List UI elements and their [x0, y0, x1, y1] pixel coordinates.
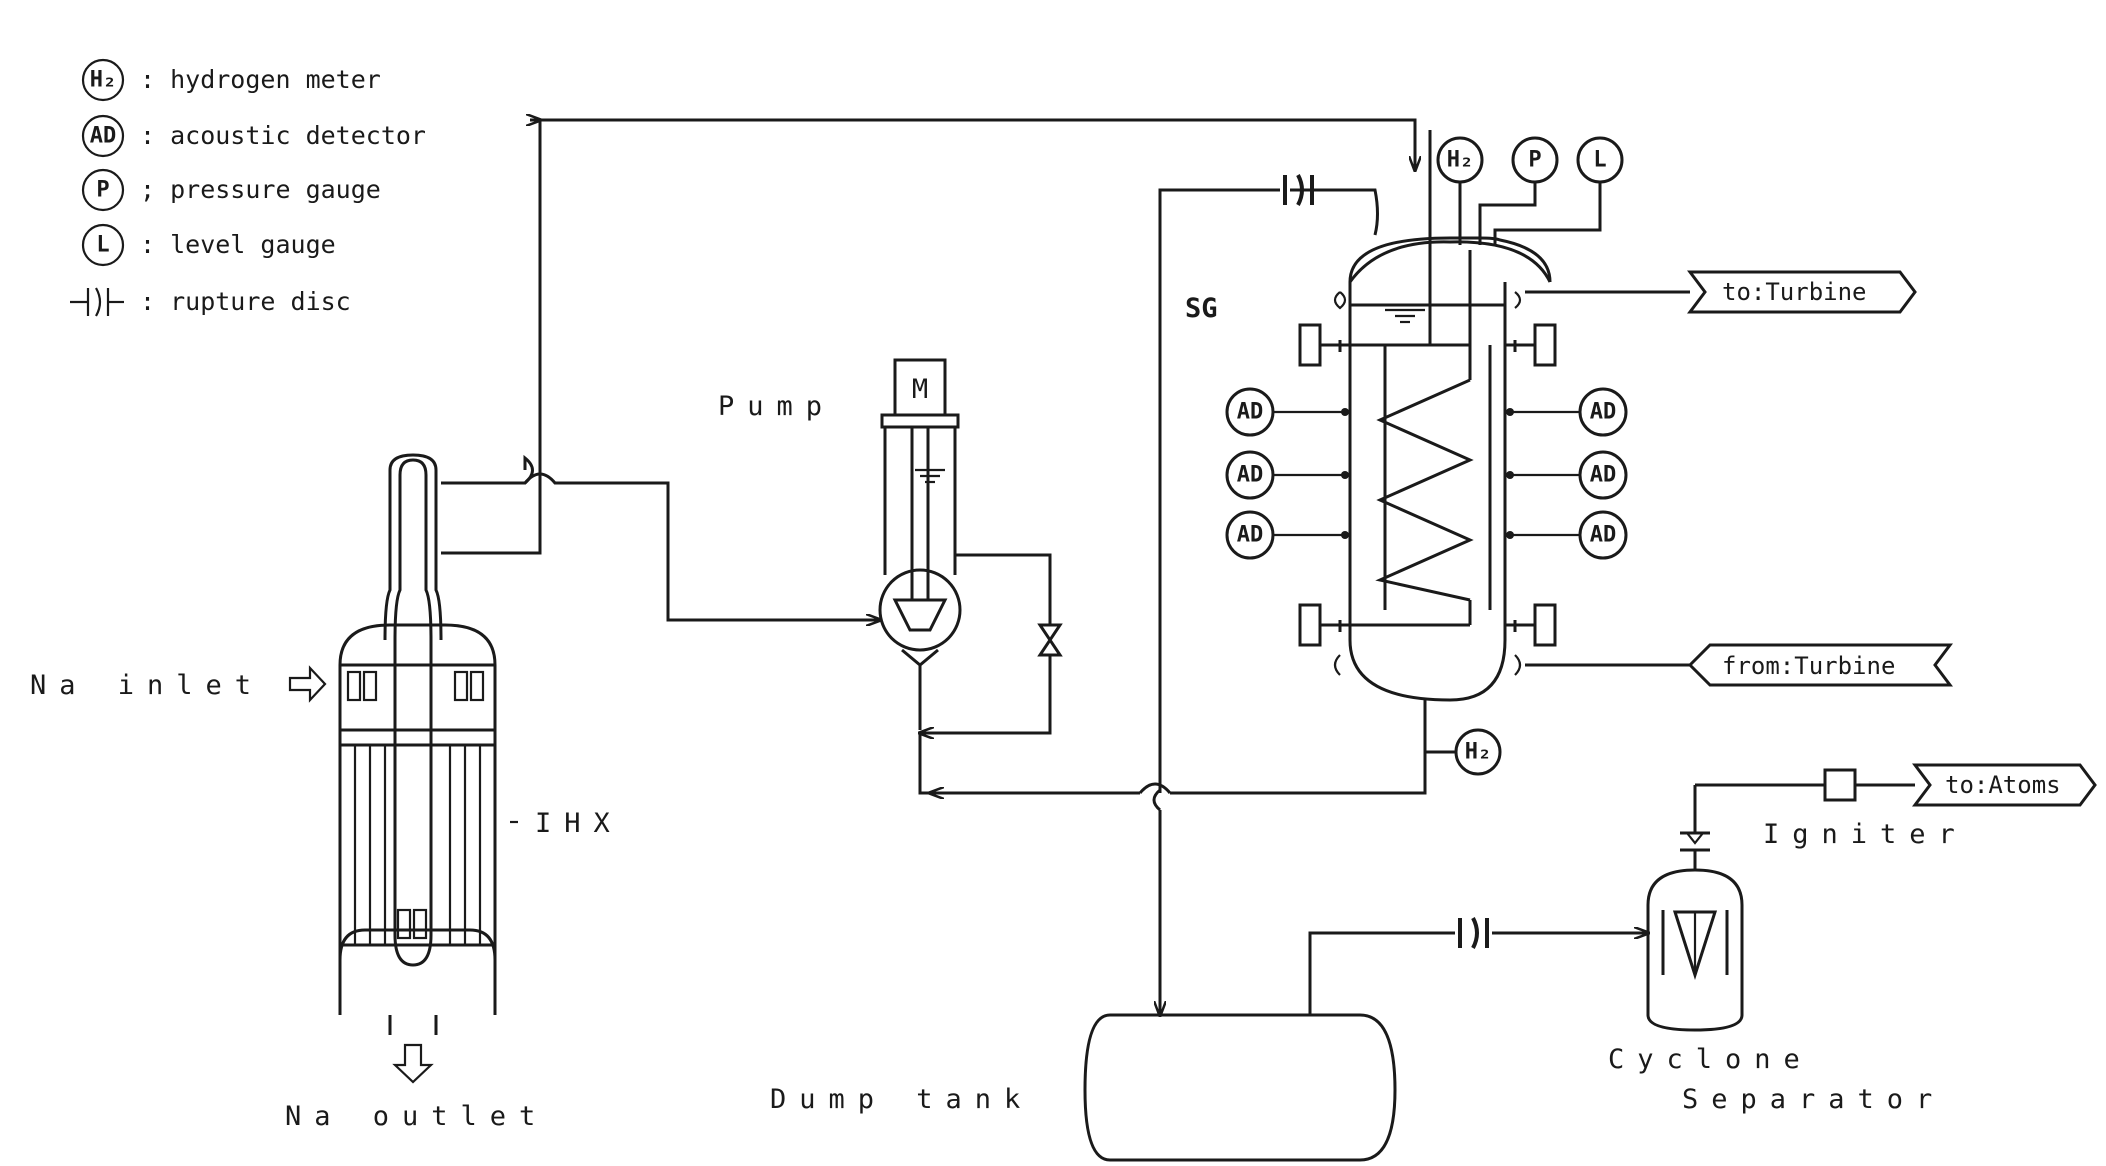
hydrogen-meter-icon — [1436, 136, 1484, 184]
legend-symbol: H₂ — [90, 68, 117, 93]
ihx-label: IHX — [535, 808, 623, 839]
legend-symbol: L — [96, 233, 109, 258]
pump-label: Pump — [718, 391, 835, 422]
from-turbine-label: from:Turbine — [1722, 652, 1895, 680]
hydrogen-meter-icon — [1454, 728, 1502, 776]
vent-line — [1308, 917, 1648, 1015]
sg-instruments: H₂ P L — [1436, 136, 1624, 245]
dump-tank-label: Dump tank — [770, 1084, 1033, 1115]
acoustic-detector-icon — [81, 114, 125, 158]
level-gauge-icon — [1576, 136, 1624, 184]
acoustic-detector-icon — [1578, 387, 1628, 437]
h2-symbol: H₂ — [1465, 740, 1492, 765]
relief-line — [1152, 174, 1379, 1015]
legend-item-pressure-gauge: P ; pressure gauge — [81, 168, 381, 212]
legend-symbol: AD — [90, 124, 117, 149]
ad-symbol: AD — [1237, 523, 1264, 548]
acoustic-detector-icon — [1225, 387, 1275, 437]
acoustic-detector-icon — [1225, 510, 1275, 560]
turbine-connections: to:Turbine from:Turbine — [1525, 270, 1953, 687]
acoustic-detector-icon — [1578, 450, 1628, 500]
igniter-label: Igniter — [1763, 819, 1968, 850]
pump: M — [878, 358, 962, 730]
acoustic-detector-icon — [1578, 510, 1628, 560]
hydrogen-meter-icon — [81, 58, 125, 102]
pump-bypass — [920, 553, 1063, 733]
na-outlet-label: Na outlet — [285, 1101, 548, 1132]
to-atoms-label: to:Atoms — [1945, 771, 2061, 799]
level-gauge-icon — [81, 223, 125, 267]
na-inlet-label: Na inlet — [30, 670, 264, 701]
motor-label: M — [912, 374, 928, 405]
piping — [441, 120, 1415, 620]
pressure-gauge-icon — [81, 168, 125, 212]
steam-generator — [1298, 130, 1557, 702]
return-piping — [918, 700, 1427, 793]
rupture-disc-icon — [1458, 917, 1489, 949]
ad-symbol: AD — [1237, 400, 1264, 425]
legend-text: : acoustic detector — [140, 121, 426, 150]
rupture-disc-icon — [1283, 174, 1314, 206]
cyclone-separator: to:Atoms — [1646, 763, 2097, 1032]
rupture-disc-icon — [70, 287, 124, 317]
acoustic-detector-icon — [1225, 450, 1275, 500]
ihx-vessel — [338, 453, 497, 1035]
valve-icon — [1037, 623, 1063, 657]
legend-item-acoustic-detector: AD : acoustic detector — [81, 114, 426, 158]
ad-symbol: AD — [1237, 463, 1264, 488]
legend-symbol: P — [96, 178, 109, 203]
legend-text: ; pressure gauge — [140, 175, 381, 204]
sg-bottom-h2: H₂ — [1423, 700, 1502, 776]
na-inlet-arrow-icon — [288, 665, 327, 703]
igniter-box — [1823, 768, 1857, 802]
na-outlet-arrow-icon — [392, 1043, 434, 1084]
legend-item-rupture-disc: : rupture disc — [70, 287, 351, 317]
p-symbol: P — [1528, 148, 1541, 173]
dump-tank — [1083, 1013, 1397, 1162]
separator-label: Separator — [1682, 1084, 1945, 1115]
legend-text: : level gauge — [140, 230, 336, 259]
legend-item-hydrogen-meter: H₂ : hydrogen meter — [81, 58, 381, 102]
l-symbol: L — [1593, 148, 1606, 173]
cyclone-label: Cyclone — [1608, 1044, 1813, 1075]
legend-text: : hydrogen meter — [140, 65, 381, 94]
legend-text: : rupture disc — [140, 287, 351, 316]
legend-item-level-gauge: L : level gauge — [81, 223, 336, 267]
ad-symbol: AD — [1590, 523, 1617, 548]
to-turbine-label: to:Turbine — [1722, 278, 1867, 306]
ad-symbol: AD — [1590, 400, 1617, 425]
pressure-gauge-icon — [1511, 136, 1559, 184]
acoustic-detectors: AD AD AD AD AD AD — [1225, 387, 1628, 560]
sg-label: SG — [1185, 293, 1218, 324]
legend: H₂ : hydrogen meter AD : acoustic detect… — [70, 58, 426, 317]
ad-symbol: AD — [1590, 463, 1617, 488]
h2-symbol: H₂ — [1447, 148, 1474, 173]
